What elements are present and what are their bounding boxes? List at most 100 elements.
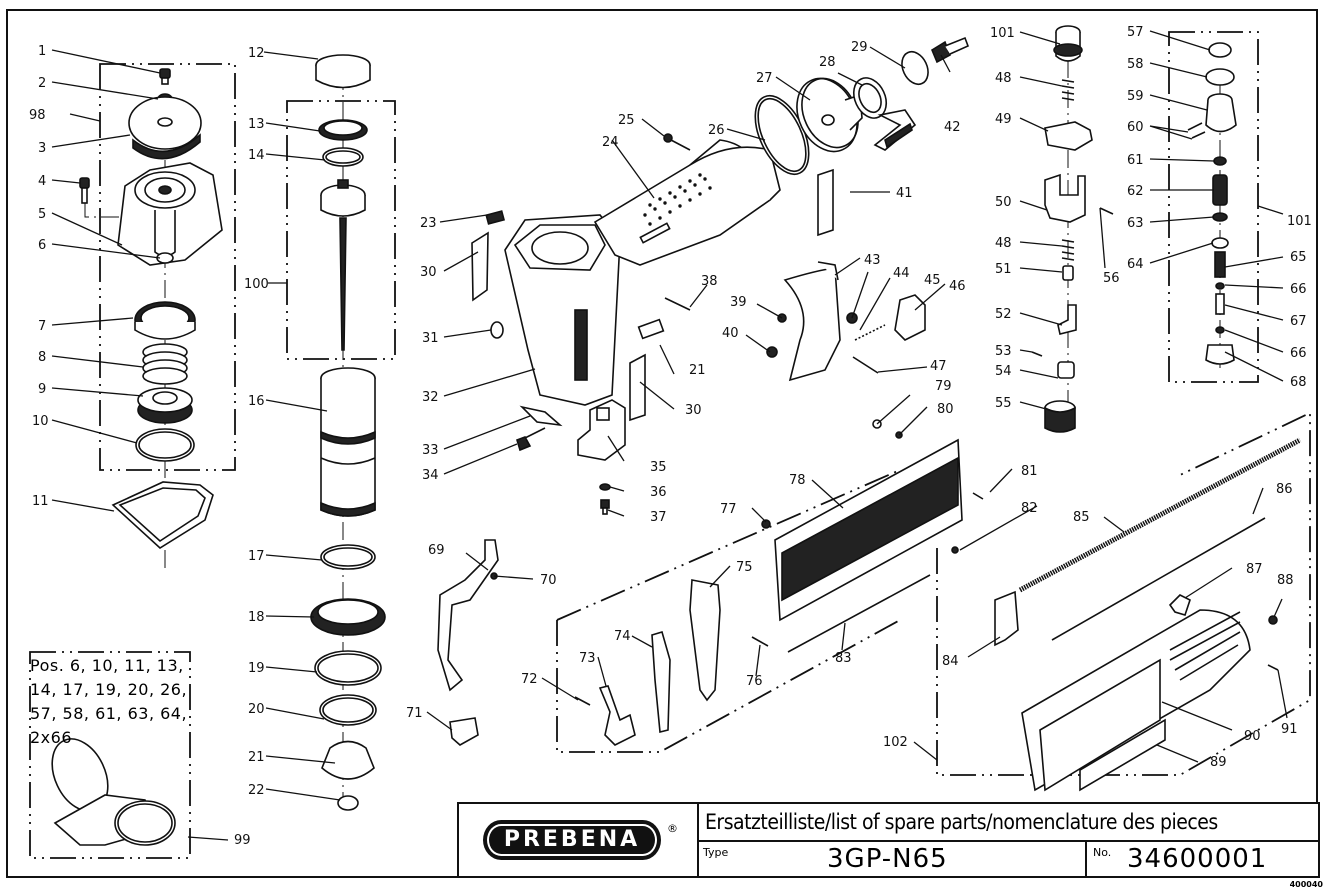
callout-58: 58 (1127, 57, 1144, 72)
part-41-label (817, 168, 834, 237)
part-5-cylinder-head (117, 162, 223, 266)
part-59-valve-housing (1205, 93, 1237, 133)
part-58-o-ring (1205, 68, 1235, 86)
part-46-trigger (894, 294, 926, 341)
number-cell: No. 34600001 (1087, 842, 1318, 876)
callout-67: 67 (1290, 314, 1307, 329)
callout-2: 2 (38, 76, 46, 91)
callout-30a: 30 (420, 265, 437, 280)
group-101-boundary (1168, 31, 1259, 383)
callout-68: 68 (1290, 375, 1307, 390)
part-30-plate-left (471, 231, 489, 302)
part-88-screw (1268, 615, 1278, 625)
part-38-pin (664, 297, 691, 311)
callout-20: 20 (248, 702, 265, 717)
registered-mark: ® (667, 822, 678, 835)
part-29-retaining-ring (901, 50, 929, 86)
part-75-driver-guide (689, 579, 721, 702)
callout-38: 38 (701, 274, 718, 289)
callout-73: 73 (579, 651, 596, 666)
callout-1: 1 (38, 44, 46, 59)
callout-90: 90 (1244, 729, 1261, 744)
part-20-o-ring (319, 694, 377, 726)
callout-34: 34 (422, 468, 439, 483)
part-64-washer (1211, 237, 1229, 249)
part-13-ring (318, 119, 368, 141)
part-57-o-ring (1208, 42, 1232, 58)
part-3-cap (128, 96, 202, 160)
callout-6: 6 (38, 238, 46, 253)
part-31-washer (490, 321, 504, 339)
number-value: 34600001 (1127, 844, 1268, 874)
callout-60: 60 (1127, 120, 1144, 135)
part-91-screw (1267, 664, 1279, 671)
logo-cell: PREBENA ® (459, 804, 699, 876)
callout-81: 81 (1021, 464, 1038, 479)
callout-25: 25 (618, 113, 635, 128)
part-12-bumper-ring (315, 54, 371, 89)
callout-51: 51 (995, 262, 1012, 277)
callout-82: 82 (1021, 501, 1038, 516)
callout-labels: 1 2 98 3 4 5 6 7 8 9 10 11 12 13 14 100 … (29, 25, 1312, 848)
part-8-spring (142, 343, 188, 385)
part-30-plate-right (629, 353, 646, 422)
callout-64: 64 (1127, 257, 1144, 272)
part-24-handle (593, 139, 781, 266)
part-82-nut (951, 546, 959, 554)
callout-12: 12 (248, 46, 265, 61)
part-48-spring-lower (1061, 239, 1075, 261)
part-45-spring (854, 324, 886, 341)
part-76-pin (751, 636, 769, 647)
group-102-boundary (936, 411, 1311, 776)
callout-36: 36 (650, 485, 667, 500)
callout-75: 75 (736, 560, 753, 575)
part-1-screw (159, 68, 171, 85)
callout-29: 29 (851, 40, 868, 55)
callout-76: 76 (746, 674, 763, 689)
callout-3: 3 (38, 141, 46, 156)
callout-66a: 66 (1290, 282, 1307, 297)
part-85-pusher-spring (1018, 437, 1302, 593)
part-21-stop (321, 740, 375, 780)
callout-42: 42 (944, 120, 961, 135)
group-98-boundary (99, 63, 236, 471)
type-label: Type (703, 846, 729, 859)
document-title: Ersatzteilliste/list of spare parts/nome… (697, 804, 1318, 842)
callout-77: 77 (720, 502, 737, 517)
callout-24: 24 (602, 135, 619, 150)
part-69-safety-lever (437, 539, 499, 692)
leader-lines (51, 30, 1288, 841)
callout-13: 13 (248, 117, 265, 132)
part-83-rod (787, 574, 931, 653)
part-40-nut (766, 346, 778, 358)
callout-54: 54 (995, 364, 1012, 379)
callout-87: 87 (1246, 562, 1263, 577)
callout-52: 52 (995, 307, 1012, 322)
part-17-o-ring (320, 544, 376, 570)
callout-41: 41 (896, 186, 913, 201)
part-18-bumper (310, 598, 386, 636)
callout-14: 14 (248, 148, 265, 163)
part-47-pin (852, 356, 879, 374)
part-74-nose-plate (651, 631, 671, 734)
part-25-bolt (663, 133, 691, 151)
callout-44: 44 (893, 266, 910, 281)
part-16-cylinder (320, 367, 376, 517)
callout-21b: 21 (689, 363, 706, 378)
part-14-o-ring (322, 147, 364, 167)
callout-50: 50 (995, 195, 1012, 210)
callout-83: 83 (835, 651, 852, 666)
part-52-lever (1057, 304, 1077, 335)
part-60-pins (1187, 122, 1206, 139)
callout-65: 65 (1290, 250, 1307, 265)
part-81-screw (972, 492, 984, 500)
callout-16: 16 (248, 394, 265, 409)
callout-26: 26 (708, 123, 725, 138)
callout-22: 22 (248, 783, 265, 798)
part-piston-driver (320, 179, 366, 351)
nosepiece-boundary-top (556, 469, 901, 621)
callout-18: 18 (248, 610, 265, 625)
callout-102: 102 (883, 735, 908, 750)
callout-23: 23 (420, 216, 437, 231)
part-19-o-ring (314, 650, 382, 686)
